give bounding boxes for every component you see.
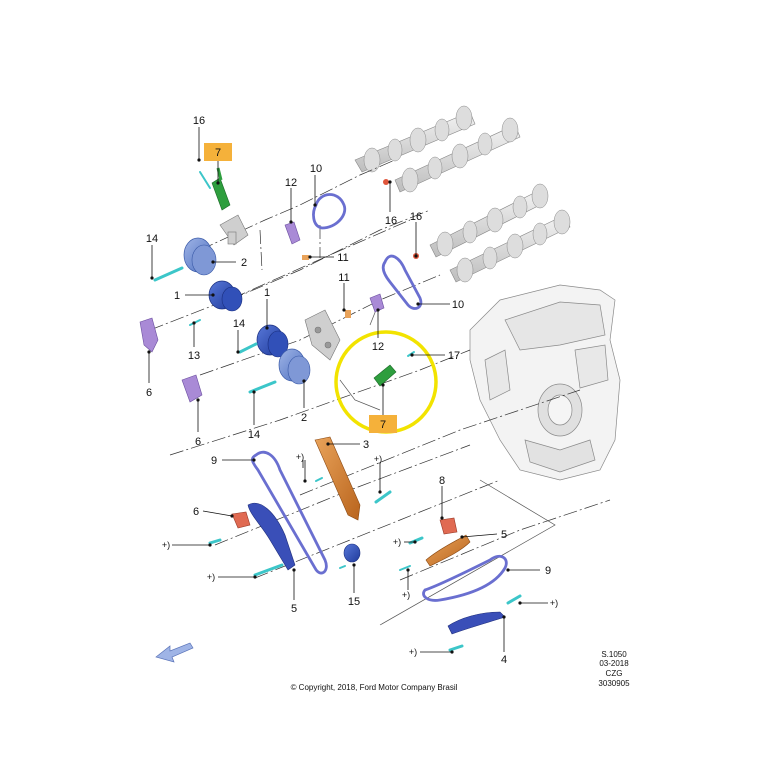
callout-10: 10 <box>452 299 464 311</box>
torque-note: +) <box>207 572 215 582</box>
callout-6: 6 <box>195 436 201 448</box>
callout-5: 5 <box>291 603 297 615</box>
callout-3: 3 <box>363 439 369 451</box>
callout-4: 4 <box>501 654 507 666</box>
timing-chain-10-lower <box>381 254 423 310</box>
callout-11: 11 <box>337 252 348 264</box>
callout-6: 6 <box>193 506 199 518</box>
drawing-engine-code: CZG <box>606 669 623 678</box>
sprocket-15 <box>343 543 361 563</box>
torque-note: +) <box>374 454 382 464</box>
camshaft-lower-left <box>429 183 549 258</box>
valve-body-upper <box>219 214 249 246</box>
torque-note: +) <box>162 540 170 550</box>
sprocket-2-upper <box>183 237 217 276</box>
torque-note: +) <box>296 452 304 462</box>
callout-1: 1 <box>174 290 180 302</box>
green-chain-guide-upper <box>211 167 231 211</box>
torque-note: +) <box>550 598 558 608</box>
callout-13: 13 <box>188 350 200 362</box>
drawing-code: S.1050 <box>601 650 627 659</box>
solenoid-6-upper <box>139 317 159 353</box>
engine-block <box>469 284 621 481</box>
callout-16: 16 <box>193 115 205 127</box>
callout-12: 12 <box>285 177 297 189</box>
callout-8: 8 <box>439 475 445 487</box>
seal-11-upper <box>302 255 309 260</box>
torque-note: +) <box>409 647 417 657</box>
callout-10: 10 <box>310 163 322 175</box>
callout-16: 16 <box>385 215 397 227</box>
callout-14: 14 <box>146 233 158 245</box>
svg-text:7: 7 <box>215 147 221 159</box>
camshaft-phaser-1-lower <box>256 324 289 358</box>
callout-12: 12 <box>372 341 384 353</box>
camshaft-phaser-1-upper <box>208 280 243 312</box>
solenoid-12-lower <box>369 293 385 313</box>
drawing-date: 03-2018 <box>599 659 629 668</box>
callout-17: 17 <box>448 350 460 362</box>
torque-note: +) <box>402 590 410 600</box>
callout-16: 16 <box>410 211 422 223</box>
drawing-number: 3030905 <box>598 679 630 688</box>
tensioner-arm-5-right <box>425 534 471 567</box>
chain-guide-3 <box>314 436 361 521</box>
callout-9: 9 <box>545 565 551 577</box>
callout-labels: 16 10 12 16 16 14 2 11 1 11 10 13 14 1 1… <box>146 115 558 666</box>
callout-15: 15 <box>348 596 360 608</box>
valve-body-center <box>304 309 341 361</box>
timing-chain-9-right <box>422 554 508 602</box>
callout-2: 2 <box>301 412 307 424</box>
seal-11-lower <box>345 310 351 318</box>
callout-box-7-upper: 7 <box>204 143 232 161</box>
green-chain-guide-lower <box>373 364 397 387</box>
chain-guide-4 <box>447 611 506 635</box>
callout-1: 1 <box>264 287 270 299</box>
axis-lines <box>149 159 611 581</box>
tensioner-arm-5-left <box>247 503 296 571</box>
camshaft-upper-right <box>394 117 521 193</box>
front-direction-arrow-icon <box>155 642 194 663</box>
torque-note: +) <box>393 537 401 547</box>
solenoid-6-lower <box>181 374 203 403</box>
callout-9: 9 <box>211 455 217 467</box>
svg-text:7: 7 <box>380 419 386 431</box>
callout-14: 14 <box>248 429 260 441</box>
camshaft-lower-right <box>449 209 571 283</box>
solenoid-12-upper <box>284 221 301 245</box>
plug-16-red-upper <box>383 179 389 185</box>
timing-chain-10-upper <box>312 193 347 230</box>
bolts <box>153 171 522 652</box>
callout-5: 5 <box>501 529 507 541</box>
leader-lines <box>147 127 548 654</box>
copyright-text: © Copyright, 2018, Ford Motor Company Br… <box>291 683 458 692</box>
chain-tensioner-8 <box>439 517 458 535</box>
camshaft-upper-left <box>354 105 476 173</box>
callout-11: 11 <box>338 272 349 284</box>
sprocket-2-lower <box>278 348 311 385</box>
chain-tensioner-6 <box>231 511 251 529</box>
callout-14: 14 <box>233 318 245 330</box>
timing-chain-9-left <box>251 450 328 575</box>
callout-box-7-lower: 7 <box>369 415 397 433</box>
callout-2: 2 <box>241 257 247 269</box>
callout-6: 6 <box>146 387 152 399</box>
